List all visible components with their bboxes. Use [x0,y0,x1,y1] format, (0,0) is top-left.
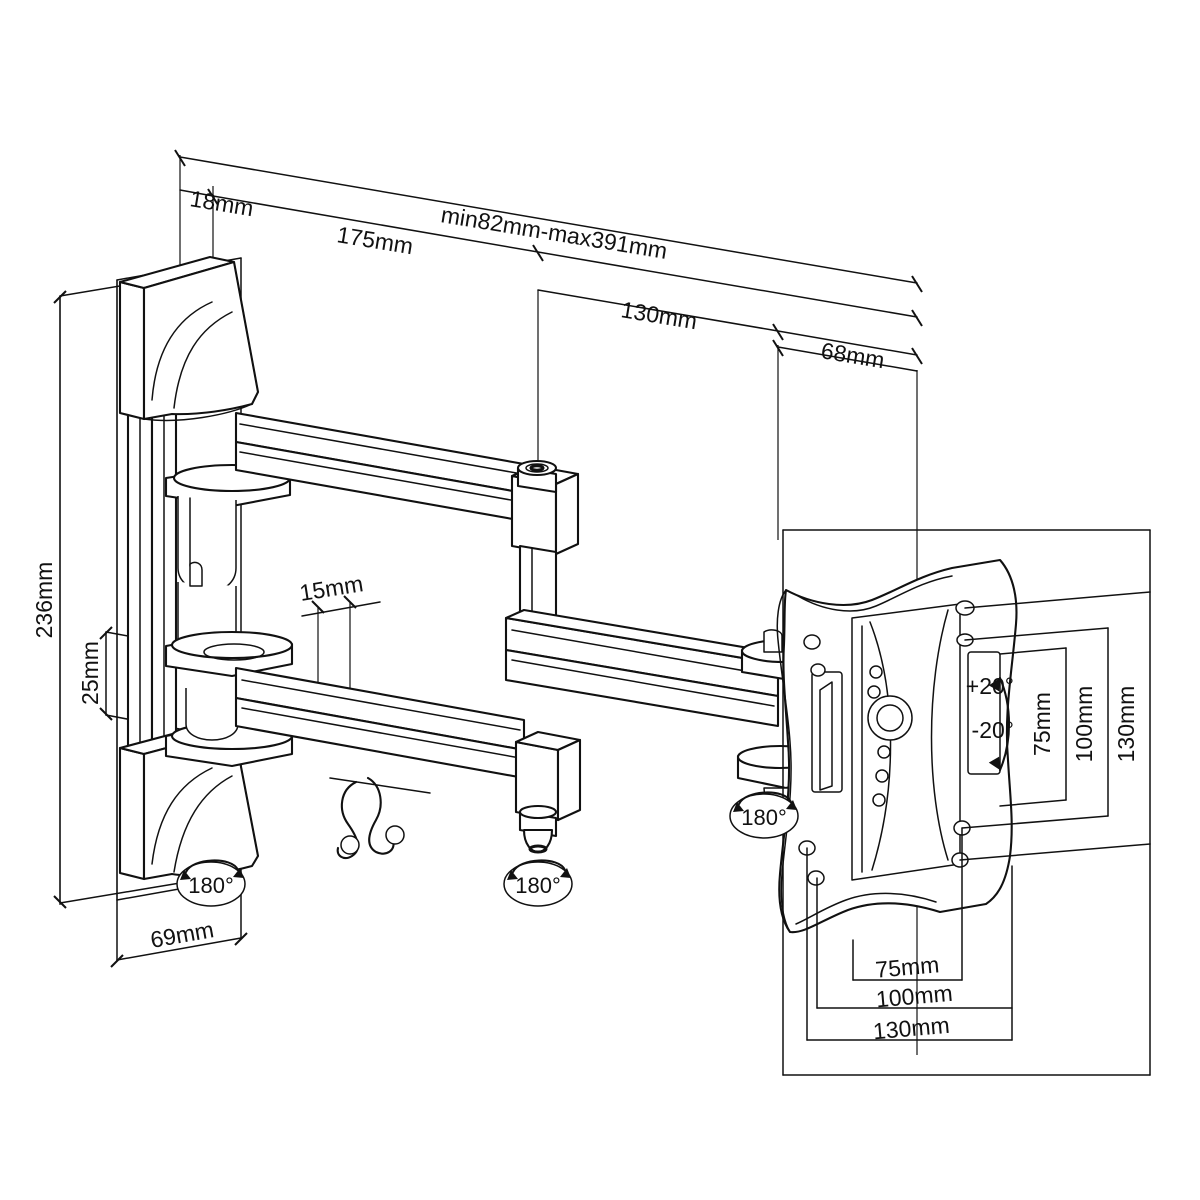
top-cover-cap [118,255,260,422]
tilt-up-arrowhead [988,678,1000,692]
rotation-badge-head-pivot: 180° [729,791,799,839]
vesa-horizontal-75mm: 75mm [874,951,940,982]
rotation-badge-mid-label: 180° [515,873,561,898]
tilt-down-label: -20° [972,717,1014,743]
vesa-vertical-130mm: 130mm [1113,686,1139,763]
lower-joint-block [514,730,582,854]
dim-label-25mm: 25mm [77,641,103,705]
upper-joint-block [510,459,580,556]
vesa-vertical-100mm: 100mm [1071,686,1097,763]
tilt-down-arrowhead [988,756,1000,770]
dimension-lines-top [174,149,923,372]
middle-hinge-knuckle [164,561,294,678]
upper-arm [234,411,526,523]
vesa-mounting-plate [776,558,1018,934]
vesa-vertical-75mm: 75mm [1029,692,1055,756]
cable-management-hooks [329,776,431,860]
dim-label-236mm: 236mm [31,562,57,639]
vesa-dimension-frames [782,529,1151,1076]
tilt-angle-annotation [988,676,1011,772]
rotation-badge-head-label: 180° [741,805,787,830]
dimension-15mm-group [301,595,381,700]
tilt-up-label: +20° [966,673,1014,699]
rotation-badge-wall-pivot: 180° [176,859,246,907]
rotation-badge-wall-label: 180° [188,873,234,898]
rotation-badge-mid-pivot: 180° [503,859,573,907]
